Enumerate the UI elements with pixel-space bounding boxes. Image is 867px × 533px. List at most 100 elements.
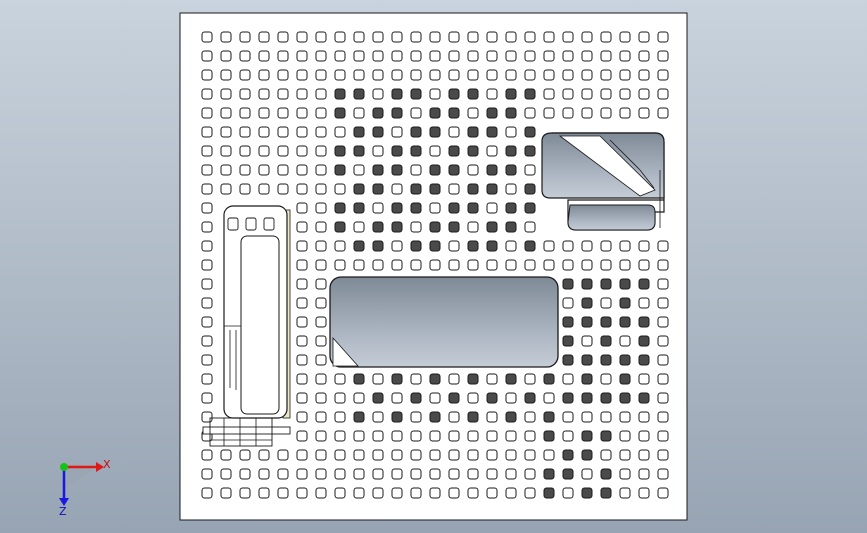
hole [657, 31, 669, 43]
hole [638, 316, 650, 328]
hole [296, 126, 308, 138]
hole [505, 88, 517, 100]
hole [448, 202, 460, 214]
hole [353, 164, 365, 176]
hole [372, 240, 384, 252]
hole [562, 430, 574, 442]
hole [467, 107, 479, 119]
hole [296, 316, 308, 328]
hole [410, 430, 422, 442]
hole [201, 145, 213, 157]
hole [391, 202, 403, 214]
hole [524, 164, 536, 176]
hole [296, 88, 308, 100]
hole [619, 107, 631, 119]
hole [467, 468, 479, 480]
hole [353, 487, 365, 499]
hole [581, 88, 593, 100]
hole [296, 240, 308, 252]
hole [657, 316, 669, 328]
hole [505, 126, 517, 138]
hole [581, 69, 593, 81]
hole [296, 468, 308, 480]
hole [372, 107, 384, 119]
hole [448, 31, 460, 43]
hole [315, 88, 327, 100]
hole [239, 487, 251, 499]
hole [600, 107, 612, 119]
hole [543, 259, 555, 271]
hole [391, 31, 403, 43]
hole [619, 449, 631, 461]
hole [353, 69, 365, 81]
hole [334, 126, 346, 138]
hole [581, 50, 593, 62]
hole [372, 468, 384, 480]
z-arrow-icon [59, 498, 69, 506]
hole [410, 31, 422, 43]
hole [638, 259, 650, 271]
hole [562, 88, 574, 100]
hole [638, 449, 650, 461]
hole [619, 50, 631, 62]
hole [543, 50, 555, 62]
hole [239, 164, 251, 176]
hole [619, 354, 631, 366]
hole [239, 126, 251, 138]
hole [201, 354, 213, 366]
hole [448, 487, 460, 499]
hole [638, 31, 650, 43]
hole [657, 430, 669, 442]
hole [467, 221, 479, 233]
x-arrow-icon [96, 462, 104, 472]
hole [353, 259, 365, 271]
hole [467, 240, 479, 252]
hole [429, 107, 441, 119]
hole [581, 31, 593, 43]
hole [334, 430, 346, 442]
hole [524, 145, 536, 157]
hole [505, 468, 517, 480]
hole [372, 411, 384, 423]
upper-right-cutout [541, 132, 665, 231]
hole [429, 164, 441, 176]
hole [258, 468, 270, 480]
hole [619, 411, 631, 423]
hole [201, 468, 213, 480]
hole [619, 31, 631, 43]
hole [638, 392, 650, 404]
hole [296, 202, 308, 214]
hole [524, 468, 536, 480]
hole [239, 88, 251, 100]
hole [600, 31, 612, 43]
hole [448, 411, 460, 423]
hole [562, 449, 574, 461]
hole [315, 373, 327, 385]
hole [429, 468, 441, 480]
hole [353, 107, 365, 119]
hole [524, 411, 536, 423]
hole [581, 411, 593, 423]
hole [296, 297, 308, 309]
hole [600, 88, 612, 100]
hole [467, 183, 479, 195]
hole [277, 145, 289, 157]
hole [277, 468, 289, 480]
hole [524, 373, 536, 385]
hole [619, 430, 631, 442]
hole [372, 221, 384, 233]
hole [372, 373, 384, 385]
hole [524, 50, 536, 62]
hole [201, 221, 213, 233]
hole [296, 487, 308, 499]
hole [467, 373, 479, 385]
hole [467, 88, 479, 100]
hole [600, 392, 612, 404]
hole [410, 126, 422, 138]
hole [562, 259, 574, 271]
hole [334, 411, 346, 423]
hole [201, 183, 213, 195]
hole [581, 240, 593, 252]
